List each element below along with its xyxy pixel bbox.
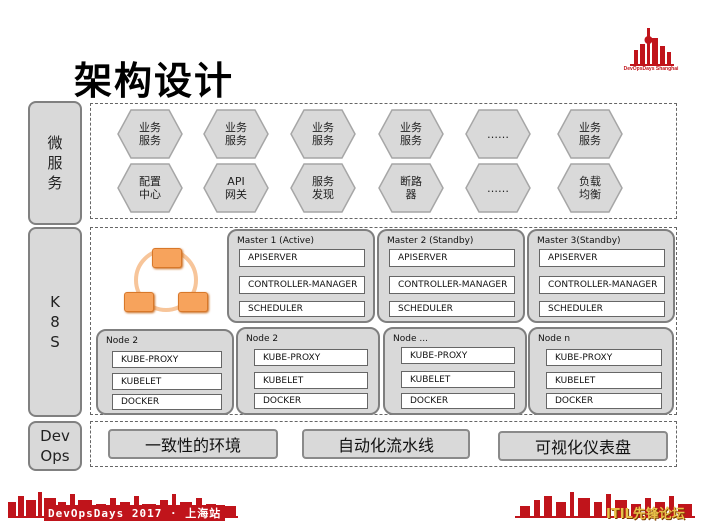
side-label-microservice: 微 服 务	[28, 101, 82, 225]
microservice-hexagon: 业务 服务	[378, 109, 444, 159]
kube-proxy-box: KUBE-PROXY	[401, 347, 515, 364]
hexagon-label: API 网关	[225, 175, 247, 201]
microservice-hexagon: ……	[465, 163, 531, 213]
scheduler-box: SCHEDULER	[389, 301, 515, 317]
side-label-line: Ops	[40, 447, 70, 465]
side-label-k8s: K 8 S	[28, 227, 82, 417]
hexagon-label: 业务 服务	[139, 121, 161, 147]
kubelet-box: KUBELET	[254, 372, 368, 389]
node-panel-4: Node n KUBE-PROXY KUBELET DOCKER	[528, 327, 674, 415]
hexagon-label: 配置 中心	[139, 175, 161, 201]
hexagon-shape	[117, 163, 183, 213]
master-title: Master 2 (Standby)	[387, 236, 474, 246]
devops-item-consistent-env: 一致性的环境	[108, 429, 278, 459]
side-label-char: S	[50, 333, 60, 351]
kubelet-box: KUBELET	[112, 373, 222, 390]
hexagon-shape	[465, 163, 531, 213]
side-label-devops: Dev Ops	[28, 421, 82, 471]
apiserver-box: APISERVER	[539, 249, 665, 267]
master-title: Master 1 (Active)	[237, 236, 315, 246]
hexagon-label: 业务 服务	[579, 121, 601, 147]
hexagon-shape	[557, 109, 623, 159]
hexagon-label: ……	[487, 181, 509, 195]
microservice-hexagon: 配置 中心	[117, 163, 183, 213]
hexagon-label: 服务 发现	[312, 175, 334, 201]
hexagon-shape	[290, 109, 356, 159]
microservice-hexagon: 业务 服务	[557, 109, 623, 159]
scheduler-box: SCHEDULER	[539, 301, 665, 317]
k8s-area	[90, 227, 677, 415]
node-title: Node 2	[106, 336, 139, 346]
orange-node-right	[178, 292, 208, 312]
node-panel-3: Node ... KUBE-PROXY KUBELET DOCKER	[383, 327, 527, 415]
hexagon-shape	[378, 109, 444, 159]
node-title: Node n	[538, 334, 571, 344]
docker-box: DOCKER	[112, 394, 222, 410]
microservice-hexagon: 断路 器	[378, 163, 444, 213]
hexagon-label: ……	[487, 127, 509, 141]
hexagon-label: 负载 均衡	[579, 175, 601, 201]
controller-manager-box: CONTROLLER-MANAGER	[389, 276, 515, 294]
kubelet-box: KUBELET	[401, 371, 515, 388]
hexagon-shape	[203, 109, 269, 159]
master-panel-2: Master 2 (Standby) APISERVER CONTROLLER-…	[377, 229, 525, 323]
devops-item-dashboard: 可视化仪表盘	[498, 431, 668, 461]
hexagon-shape	[557, 163, 623, 213]
scheduler-box: SCHEDULER	[239, 301, 365, 317]
node-panel-2: Node 2 KUBE-PROXY KUBELET DOCKER	[236, 327, 380, 415]
event-text: DevOpsDays 2017 · 上海站	[44, 505, 226, 521]
master-panel-1: Master 1 (Active) APISERVER CONTROLLER-M…	[227, 229, 375, 323]
devops-item-pipeline: 自动化流水线	[302, 429, 470, 459]
side-label-char: 微	[47, 134, 63, 152]
node-panel-1: Node 2 KUBE-PROXY KUBELET DOCKER	[96, 329, 234, 415]
microservice-hexagon: API 网关	[203, 163, 269, 213]
hexagon-label: 业务 服务	[225, 121, 247, 147]
kube-proxy-box: KUBE-PROXY	[546, 349, 662, 366]
controller-manager-box: CONTROLLER-MANAGER	[539, 276, 665, 294]
microservice-hexagon: 业务 服务	[203, 109, 269, 159]
hexagon-shape	[290, 163, 356, 213]
orange-node-top	[152, 248, 182, 268]
docker-box: DOCKER	[546, 393, 662, 409]
microservice-area	[90, 103, 677, 219]
hexagon-shape	[465, 109, 531, 159]
apiserver-box: APISERVER	[389, 249, 515, 267]
microservice-hexagon: 负载 均衡	[557, 163, 623, 213]
devopsdays-shanghai-logo: DevOpsDays Shanghai	[620, 20, 680, 80]
docker-box: DOCKER	[254, 393, 368, 409]
orange-node-left	[124, 292, 154, 312]
side-label-char: K	[50, 293, 60, 311]
hexagon-shape	[117, 109, 183, 159]
logo-caption: DevOpsDays Shanghai	[623, 66, 679, 72]
node-title: Node ...	[393, 334, 428, 344]
hexagon-shape	[203, 163, 269, 213]
etcd-cycle-diagram	[116, 240, 216, 320]
kubelet-box: KUBELET	[546, 372, 662, 389]
devops-area	[90, 421, 677, 467]
side-label-char: 务	[47, 174, 63, 192]
apiserver-box: APISERVER	[239, 249, 365, 267]
microservice-hexagon: 业务 服务	[117, 109, 183, 159]
side-label-line: Dev	[40, 427, 70, 445]
side-label-char: 8	[50, 313, 60, 331]
kube-proxy-box: KUBE-PROXY	[112, 351, 222, 368]
hexagon-shape	[378, 163, 444, 213]
microservice-hexagon: 业务 服务	[290, 109, 356, 159]
skyline-logo-icon	[630, 28, 674, 66]
footer-skyline: DevOpsDays 2017 · 上海站 ITIL先锋论坛	[0, 488, 701, 525]
node-title: Node 2	[246, 334, 279, 344]
hexagon-label: 断路 器	[400, 175, 422, 201]
microservice-hexagon: 服务 发现	[290, 163, 356, 213]
hexagon-label: 业务 服务	[312, 121, 334, 147]
kube-proxy-box: KUBE-PROXY	[254, 349, 368, 366]
master-title: Master 3(Standby)	[537, 236, 621, 246]
side-label-char: 服	[47, 154, 63, 172]
controller-manager-box: CONTROLLER-MANAGER	[239, 276, 365, 294]
docker-box: DOCKER	[401, 393, 515, 409]
master-panel-3: Master 3(Standby) APISERVER CONTROLLER-M…	[527, 229, 675, 323]
watermark-text: ITIL先锋论坛	[606, 507, 685, 522]
page-title: 架构设计	[74, 59, 235, 103]
microservice-hexagon: ……	[465, 109, 531, 159]
hexagon-label: 业务 服务	[400, 121, 422, 147]
